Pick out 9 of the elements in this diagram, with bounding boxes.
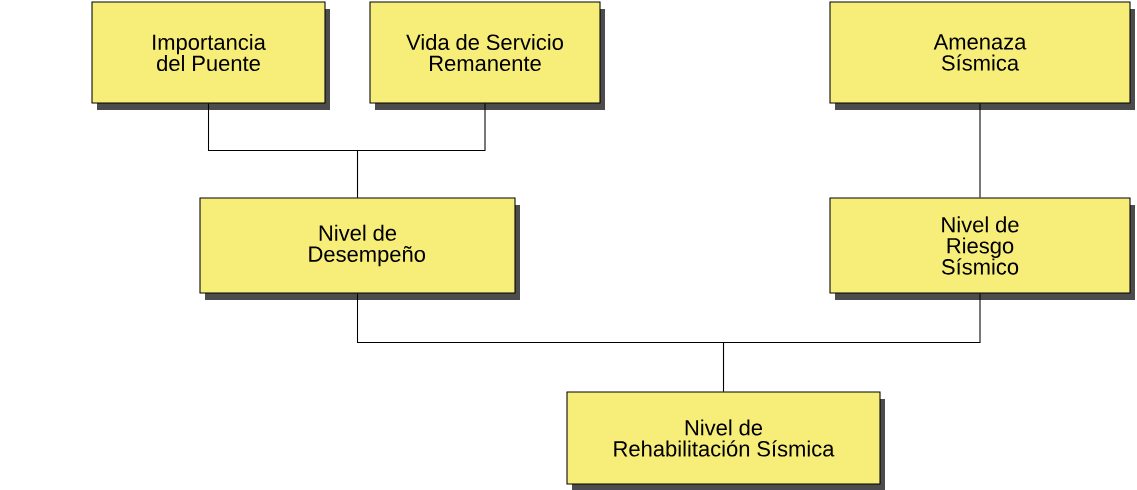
process-box: Vida de Servicio Remanente bbox=[369, 1, 605, 110]
process-box: Nivel de Desempeño bbox=[199, 197, 520, 300]
connector-line bbox=[979, 103, 981, 198]
process-box: Amenaza Sísmica bbox=[829, 1, 1135, 110]
connector-line bbox=[357, 103, 486, 198]
process-box: Nivel de Riesgo Sísmico bbox=[829, 197, 1135, 300]
process-box: Nivel de Rehabilitación Sísmica bbox=[566, 391, 885, 490]
connector-line bbox=[723, 293, 981, 392]
process-box: Importancia del Puente bbox=[91, 1, 330, 110]
